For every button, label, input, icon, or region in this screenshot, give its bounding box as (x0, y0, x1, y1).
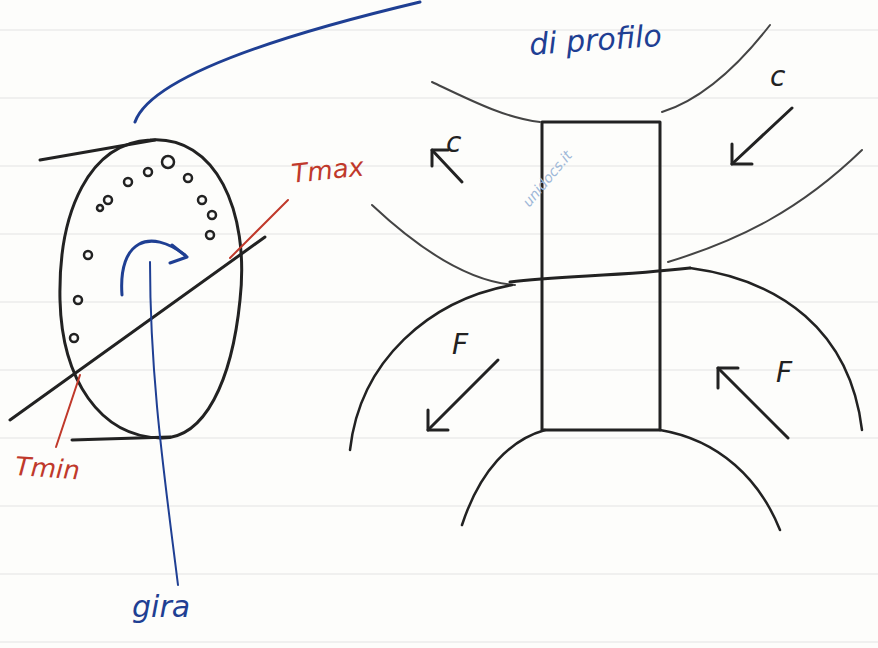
flow-label: c (770, 62, 785, 93)
tangent-line (72, 437, 170, 440)
flow-label: c (446, 128, 461, 159)
tangent-line (40, 140, 155, 160)
ruled-lines (0, 30, 878, 642)
flow-curve (690, 268, 862, 430)
leader-line (230, 200, 288, 258)
platform-line (510, 268, 690, 282)
flow-curve (660, 430, 780, 530)
view-note: di profilo (528, 19, 663, 61)
rotation-note: gira (132, 590, 190, 623)
force-label: F (452, 330, 468, 361)
arrowhead (170, 245, 187, 263)
temperature-label: Tmin (14, 452, 81, 485)
flow-curve (350, 285, 512, 450)
blue-sweep (135, 2, 420, 122)
temperature-label: Tmax (290, 152, 365, 188)
flow-curve (372, 205, 515, 285)
flow-curve (432, 82, 540, 122)
flow-curve (462, 430, 545, 525)
flow-curve (662, 25, 770, 112)
watermark: unidocs.it (520, 148, 575, 210)
chord-line (10, 237, 265, 420)
leader-line (150, 262, 178, 585)
force-label: F (776, 358, 792, 389)
leader-line (56, 375, 80, 447)
cooling-holes (70, 156, 216, 342)
flow-arrow (428, 108, 792, 438)
flow-curve (668, 150, 862, 262)
